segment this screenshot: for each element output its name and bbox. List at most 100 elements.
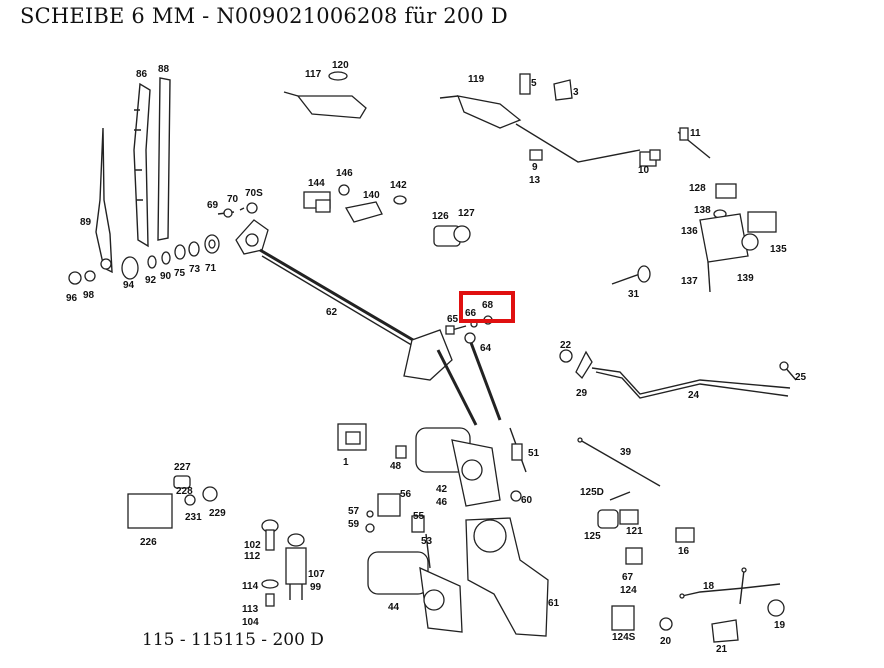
label-69: 69 <box>207 200 219 211</box>
part-16 <box>675 527 695 543</box>
label-67: 67 <box>622 572 634 583</box>
label-19: 19 <box>774 620 786 631</box>
switch-parts-5-3 <box>519 73 573 101</box>
label-57: 57 <box>348 506 360 517</box>
part-59 <box>365 523 375 533</box>
wiper-motor-44 <box>367 533 463 633</box>
label-66: 66 <box>465 308 477 319</box>
label-119: 119 <box>468 74 485 85</box>
label-62: 62 <box>326 307 338 318</box>
label-102: 102 <box>244 540 261 551</box>
wiper-motor-61 <box>465 517 549 637</box>
label-139: 139 <box>737 273 754 284</box>
wiper-blade-86 <box>133 82 151 248</box>
lamp-socket-107 <box>285 533 307 600</box>
lamp-119 <box>439 95 641 163</box>
label-61: 61 <box>548 598 560 609</box>
label-60: 60 <box>521 495 533 506</box>
lamp-117 <box>283 71 367 119</box>
label-124: 124 <box>620 585 637 596</box>
label-39: 39 <box>620 447 632 458</box>
part-21 <box>711 619 739 643</box>
label-90: 90 <box>160 271 172 282</box>
label-44: 44 <box>388 602 400 613</box>
bracket-51 <box>509 427 527 473</box>
label-16: 16 <box>678 546 690 557</box>
label-127: 127 <box>458 208 475 219</box>
wiper-arm-89 <box>95 127 113 274</box>
label-22: 22 <box>560 340 572 351</box>
label-88: 88 <box>158 64 170 75</box>
label-64: 64 <box>480 343 492 354</box>
label-68: 68 <box>482 300 494 311</box>
bolt-65 <box>445 325 467 335</box>
label-128: 128 <box>689 183 706 194</box>
label-137: 137 <box>681 276 698 287</box>
label-99: 99 <box>310 582 322 593</box>
label-228: 228 <box>176 486 193 497</box>
part-20 <box>659 617 673 631</box>
label-5: 5 <box>531 78 537 89</box>
label-53: 53 <box>421 536 433 547</box>
part-48 <box>395 445 407 459</box>
switch-144 <box>303 184 350 213</box>
label-75: 75 <box>174 268 186 279</box>
relay-10 <box>639 149 661 167</box>
label-55: 55 <box>413 511 425 522</box>
washer-hose-24 <box>559 349 797 399</box>
label-98: 98 <box>83 290 95 301</box>
part-114 <box>261 579 279 607</box>
part-11 <box>677 127 711 159</box>
label-146: 146 <box>336 168 353 179</box>
part-67 <box>625 547 643 565</box>
label-114: 114 <box>242 581 259 592</box>
wiper-linkage-62 <box>235 219 502 426</box>
label-117: 117 <box>305 69 322 80</box>
label-144: 144 <box>308 178 325 189</box>
label-42: 42 <box>436 484 448 495</box>
label-65: 65 <box>447 314 459 325</box>
label-113: 113 <box>242 604 259 615</box>
label-71: 71 <box>205 263 217 274</box>
label-136: 136 <box>681 226 698 237</box>
label-73: 73 <box>189 264 201 275</box>
label-96: 96 <box>66 293 78 304</box>
part-31 <box>611 265 651 285</box>
label-59: 59 <box>348 519 360 530</box>
relay-56 <box>377 493 401 517</box>
part-57 <box>366 510 374 518</box>
label-29: 29 <box>576 388 588 399</box>
label-140: 140 <box>363 190 380 201</box>
label-126: 126 <box>432 211 449 222</box>
label-56: 56 <box>400 489 412 500</box>
label-24: 24 <box>688 390 700 401</box>
switch-140 <box>344 195 407 223</box>
cable-18 <box>679 567 781 605</box>
label-107: 107 <box>308 569 325 580</box>
wiper-blade-88 <box>157 77 171 241</box>
label-226: 226 <box>140 537 157 548</box>
label-18: 18 <box>703 581 715 592</box>
label-25: 25 <box>795 372 807 383</box>
label-10: 10 <box>638 165 650 176</box>
label-121: 121 <box>626 526 643 537</box>
label-13: 13 <box>529 175 541 186</box>
label-138: 138 <box>694 205 711 216</box>
part-19 <box>767 599 785 617</box>
control-unit-226 <box>127 486 218 529</box>
diagram-reference: 115 - 115115 - 200 D <box>142 630 324 650</box>
part-124S <box>611 605 635 631</box>
label-124S: 124S <box>612 632 636 643</box>
label-3: 3 <box>573 87 579 98</box>
relay-1 <box>337 423 367 451</box>
label-48: 48 <box>390 461 402 472</box>
label-21: 21 <box>716 644 728 655</box>
motor-126 <box>433 225 471 247</box>
part-9 <box>529 149 543 161</box>
wiper-motor-42 <box>415 427 501 507</box>
label-20: 20 <box>660 636 672 647</box>
fasteners-row <box>68 202 258 285</box>
label-94: 94 <box>123 280 135 291</box>
label-89: 89 <box>80 217 92 228</box>
part-labels: 86 88 117 120 119 5 3 11 89 69 70 70S 14… <box>66 60 807 655</box>
